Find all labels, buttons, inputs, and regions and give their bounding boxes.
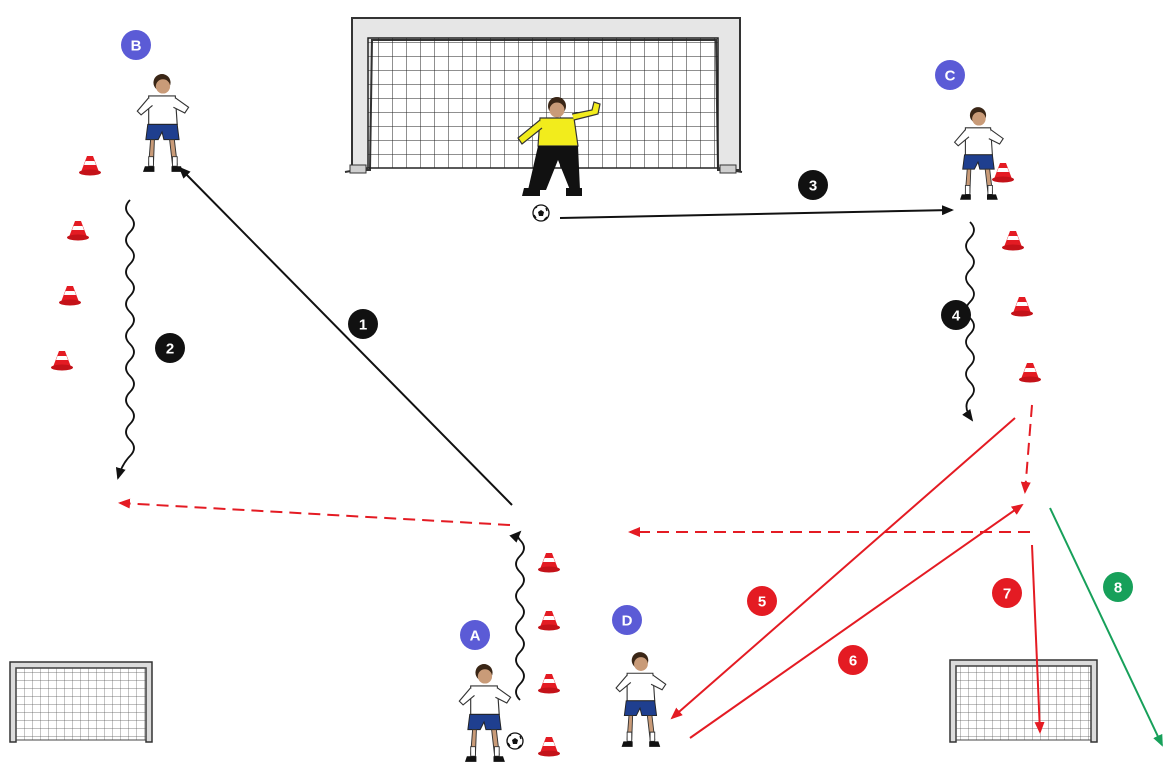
player-d — [616, 652, 666, 747]
step-badge-7: 7 — [992, 578, 1022, 608]
step-badge-2: 2 — [155, 333, 185, 363]
step-badge-5-label: 5 — [758, 594, 766, 611]
player-badge-a-label: A — [470, 628, 481, 645]
step-badges: 1 2 3 4 5 6 7 8 — [155, 170, 1133, 675]
player-badge-b: B — [121, 30, 151, 60]
step-badge-8: 8 — [1103, 572, 1133, 602]
run-line — [1025, 405, 1032, 492]
player-badge-b-label: B — [131, 38, 142, 55]
cone — [1011, 297, 1033, 317]
arrow-step-3 — [560, 210, 952, 218]
player-b — [137, 74, 188, 172]
cone — [67, 221, 89, 241]
step-badge-2-label: 2 — [166, 341, 174, 358]
cone — [1019, 363, 1041, 383]
cone — [59, 286, 81, 306]
player-badge-c: C — [935, 60, 965, 90]
step-badge-4: 4 — [941, 300, 971, 330]
cone — [51, 351, 73, 371]
cone — [538, 737, 560, 757]
mini-goal-left — [10, 662, 152, 742]
player-badge-a: A — [460, 620, 490, 650]
player-badge-c-label: C — [945, 68, 956, 85]
cone — [1002, 231, 1024, 251]
cones — [51, 156, 1041, 757]
ball — [507, 733, 523, 749]
cone — [538, 674, 560, 694]
step-badge-6-label: 6 — [849, 653, 857, 670]
step-badge-4-label: 4 — [952, 308, 961, 325]
arrow-step-1 — [180, 168, 512, 505]
player-c — [955, 107, 1004, 200]
step-badge-8-label: 8 — [1114, 580, 1122, 597]
player-badge-d-label: D — [622, 613, 633, 630]
step-badge-3: 3 — [798, 170, 828, 200]
step-badge-6: 6 — [838, 645, 868, 675]
arrow-step-2 — [118, 200, 134, 478]
cone — [79, 156, 101, 176]
player-badge-d: D — [612, 605, 642, 635]
cone — [538, 611, 560, 631]
run-line — [120, 503, 510, 525]
player-a — [459, 664, 510, 762]
cone — [538, 553, 560, 573]
mini-goal-right — [950, 660, 1097, 742]
step-badge-5: 5 — [747, 586, 777, 616]
step-badge-7-label: 7 — [1003, 586, 1011, 603]
step-badge-3-label: 3 — [809, 178, 817, 195]
dribble-line — [516, 532, 524, 700]
step-badge-1-label: 1 — [359, 317, 367, 334]
ball — [533, 205, 549, 221]
cone — [992, 163, 1014, 183]
step-badge-1: 1 — [348, 309, 378, 339]
